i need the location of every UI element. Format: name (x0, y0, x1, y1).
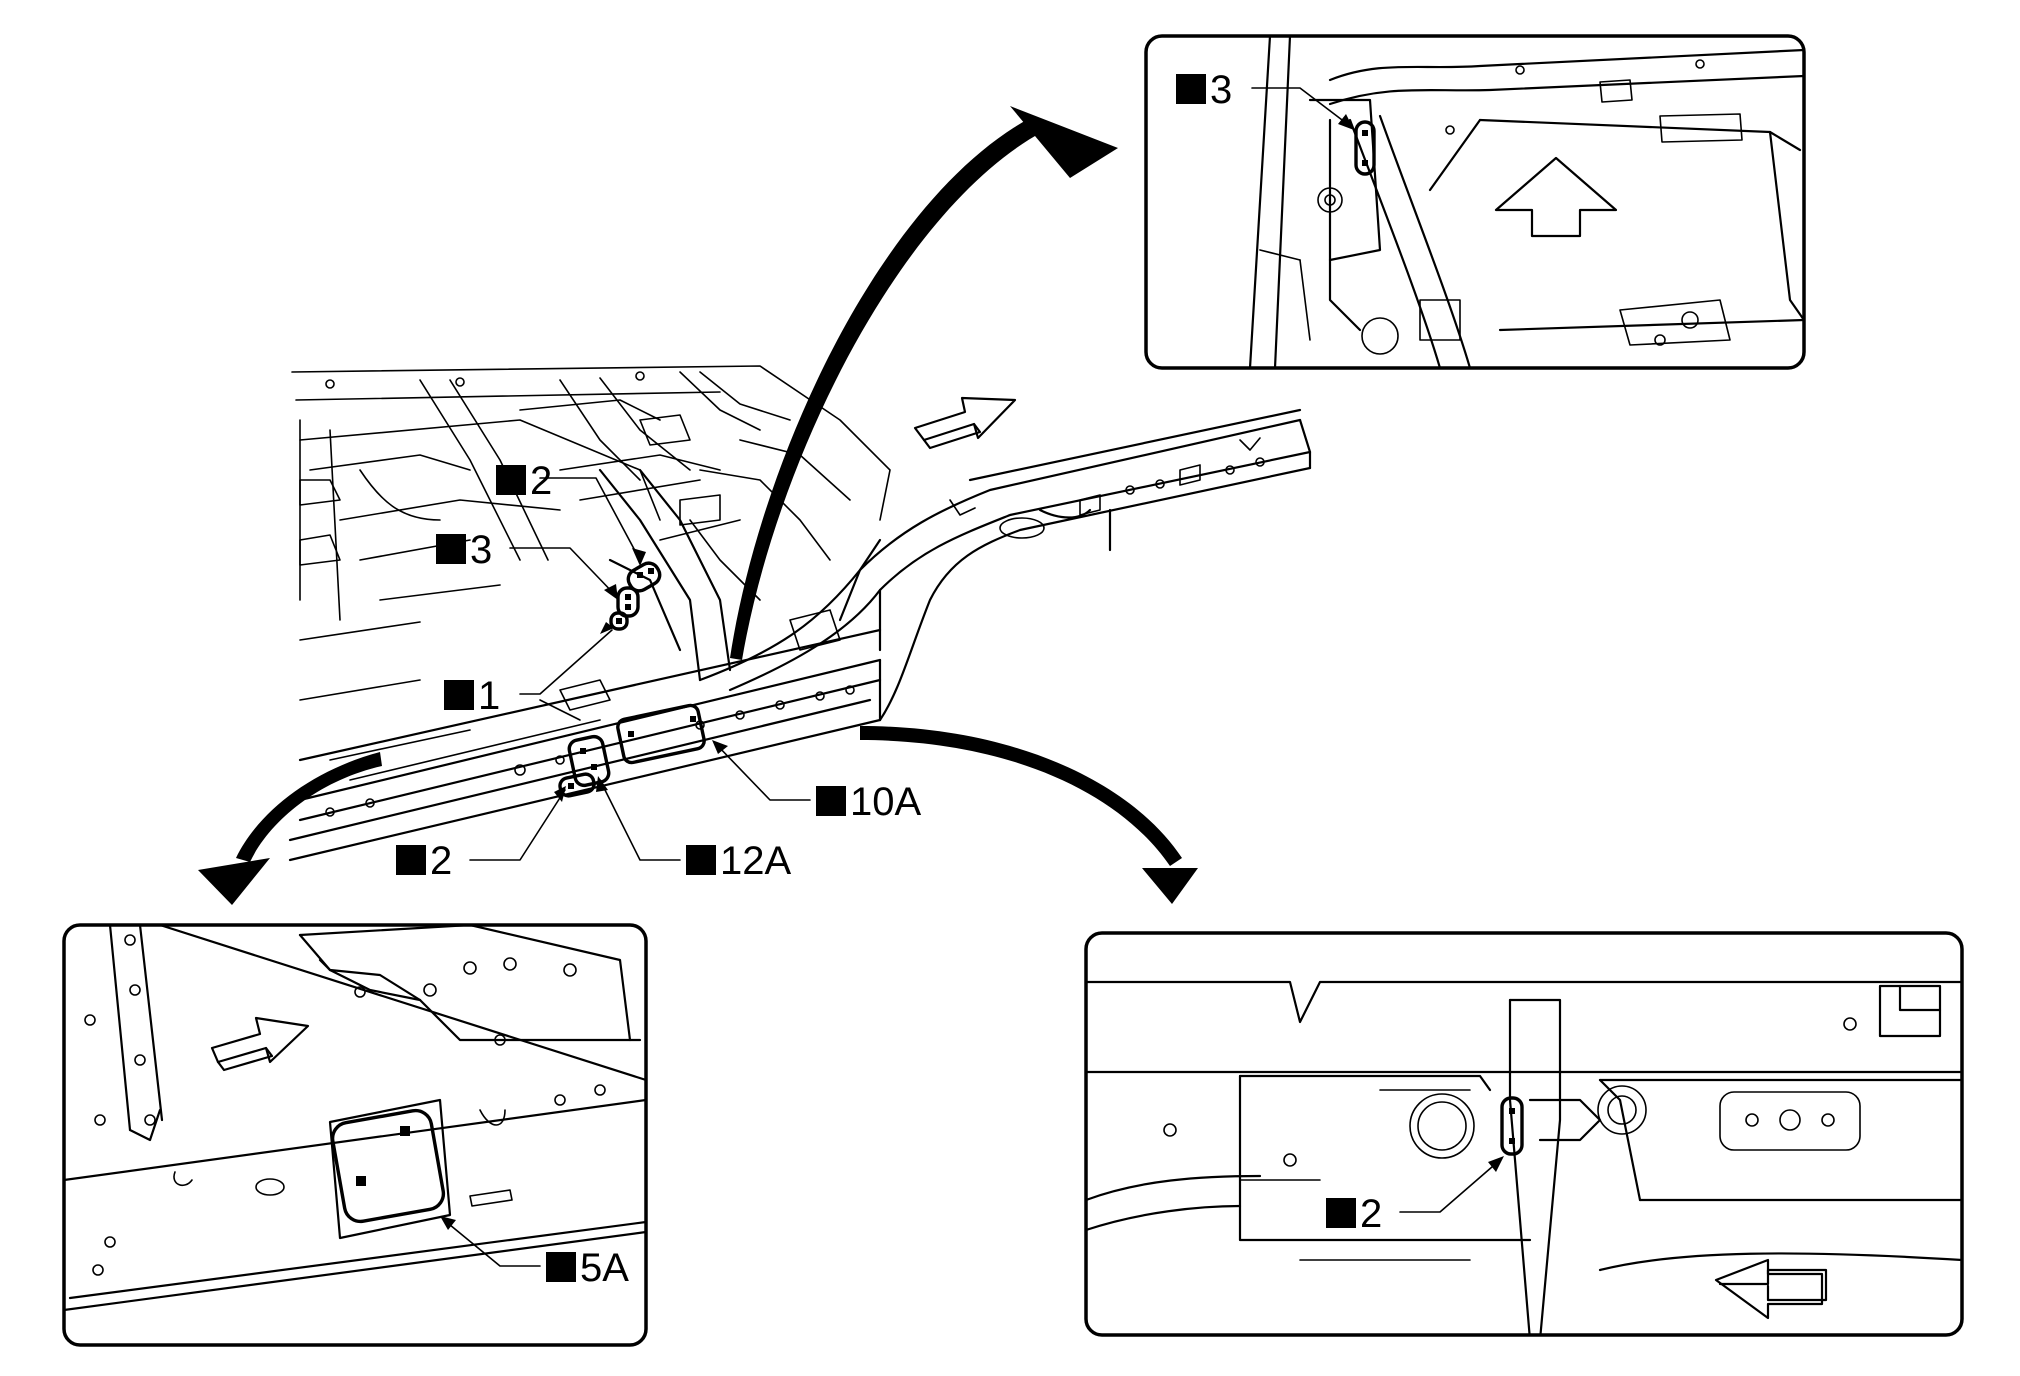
pointer-arrow-right (860, 726, 1182, 866)
callout-square-icon (1176, 74, 1206, 104)
detail-panel-right: 2 (1084, 931, 1964, 1337)
callout-label: 3 (1210, 68, 1232, 112)
callout-square-icon (496, 465, 526, 495)
detail-right-callout-2: 2 (1326, 1192, 1382, 1236)
callout-label: 2 (430, 839, 452, 883)
main-callout-1: 1 (444, 674, 500, 718)
detail-panel-left: 5A (62, 923, 648, 1347)
callout-label: 1 (478, 674, 500, 718)
detail-top-direction-arrow (1494, 156, 1618, 238)
main-leader-lines (469, 477, 811, 861)
detail-top-callout-3: 3 (1176, 68, 1232, 112)
callout-square-icon (396, 845, 426, 875)
callout-label: 12A (720, 839, 791, 883)
callout-label: 3 (470, 528, 492, 572)
pointer-arrows (198, 106, 1198, 905)
main-leader-arrowheads (554, 548, 728, 802)
detail-left-callout-5A: 5A (546, 1246, 629, 1290)
callout-square-icon (436, 534, 466, 564)
main-direction-arrow (913, 396, 1017, 442)
callout-square-icon (444, 680, 474, 710)
pointer-arrow-left (236, 752, 382, 862)
callout-label: 10A (850, 780, 921, 824)
main-callout-2-lower: 2 (396, 839, 452, 883)
callout-square-icon (1326, 1198, 1356, 1228)
callout-square-icon (816, 786, 846, 816)
main-underbody-frame (288, 365, 1312, 862)
main-callout-2-upper: 2 (496, 459, 552, 503)
callout-square-icon (686, 845, 716, 875)
detail-panel-top: 3 (1144, 34, 1806, 370)
callout-square-icon (546, 1252, 576, 1282)
detail-right-direction-arrow (1718, 1268, 1828, 1302)
callout-label: 2 (1360, 1192, 1382, 1236)
detail-left-direction-arrow (210, 1016, 310, 1064)
main-callout-12A: 12A (686, 839, 791, 883)
callout-label: 5A (580, 1246, 629, 1290)
pointer-arrow-top (730, 118, 1042, 660)
main-callout-10A: 10A (816, 780, 921, 824)
main-callout-3: 3 (436, 528, 492, 572)
callout-label: 2 (530, 459, 552, 503)
